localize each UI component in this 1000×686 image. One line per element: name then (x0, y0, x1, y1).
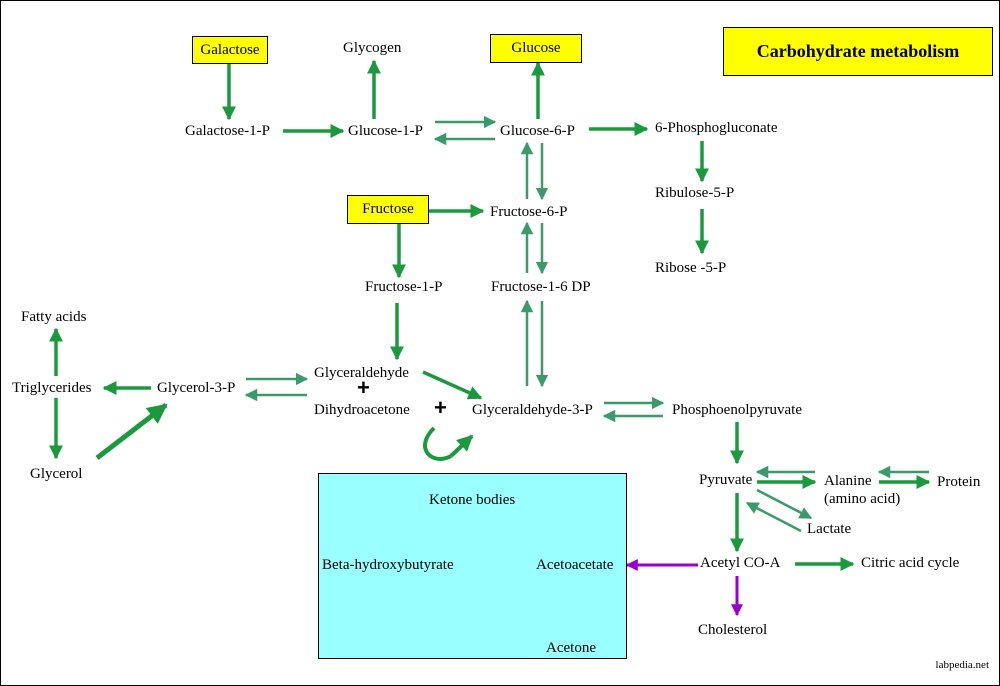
arrow-lactate-to-pyruvate (745, 501, 802, 533)
node-glyceraldehyde-3p: Glyceraldehyde-3-P (472, 402, 593, 418)
node-glucose-6p: Glucose-6-P (500, 123, 575, 139)
node-glucose-1p: Glucose-1-P (348, 123, 423, 139)
arrow-dha-cycle-head (449, 434, 474, 458)
node-phosphoenolpyruvate: Phosphoenolpyruvate (672, 402, 802, 418)
ketone-bodies-box (318, 473, 627, 659)
node-fructose-16dp: Fructose-1-6 DP (491, 279, 591, 295)
node-galactose: Galactose (192, 36, 268, 64)
node-fructose: Fructose (347, 195, 429, 224)
node-fructose-1p: Fructose-1-P (365, 279, 443, 295)
node-fatty-acids: Fatty acids (21, 309, 87, 325)
plus-sign-1: + (357, 375, 370, 400)
diagram-title: Carbohydrate metabolism (723, 27, 993, 76)
node-glucose: Glucose (490, 34, 582, 63)
node-galactose-1p: Galactose-1-P (185, 123, 270, 139)
node-glycogen: Glycogen (343, 40, 402, 56)
node-alanine: Alanine (824, 473, 872, 489)
node-acetoacetate: Acetoacetate (536, 557, 614, 573)
node-6-phosphogluconate: 6-Phosphogluconate (655, 120, 778, 136)
node-glycerol: Glycerol (30, 466, 83, 482)
node-pyruvate: Pyruvate (699, 472, 753, 488)
arrow-dha-cycle (423, 426, 452, 461)
node-glyceraldehyde: Glyceraldehyde (314, 365, 409, 381)
node-acetone: Acetone (546, 640, 596, 656)
node-cholesterol: Cholesterol (698, 622, 768, 638)
credit-text: labpedia.net (935, 659, 989, 671)
node-lactate: Lactate (807, 521, 852, 537)
node-protein: Protein (937, 474, 981, 490)
node-dihydroacetone: Dihydroacetone (314, 402, 410, 418)
plus-sign-2: + (434, 395, 447, 420)
node-beta-hydroxybutyrate: Beta-hydroxybutyrate (322, 557, 454, 573)
arrow-glycerol-to-glycerol-3p (95, 403, 168, 460)
node-fructose-6p: Fructose-6-P (490, 204, 568, 220)
arrow-pyruvate-to-lactate (756, 488, 813, 520)
node-ribose-5p: Ribose -5-P (655, 260, 727, 276)
node-triglycerides: Triglycerides (12, 380, 92, 396)
node-citric-acid-cycle: Citric acid cycle (861, 555, 960, 571)
node-glycerol-3p: Glycerol-3-P (157, 380, 236, 396)
arrow-glyceraldehyde-to-g3p (422, 370, 483, 400)
node-acetyl-coa: Acetyl CO-A (700, 555, 781, 571)
ketone-bodies-label: Ketone bodies (429, 492, 516, 508)
node-ribulose-5p: Ribulose-5-P (655, 185, 735, 201)
node-alanine-note: (amino acid) (824, 491, 901, 507)
